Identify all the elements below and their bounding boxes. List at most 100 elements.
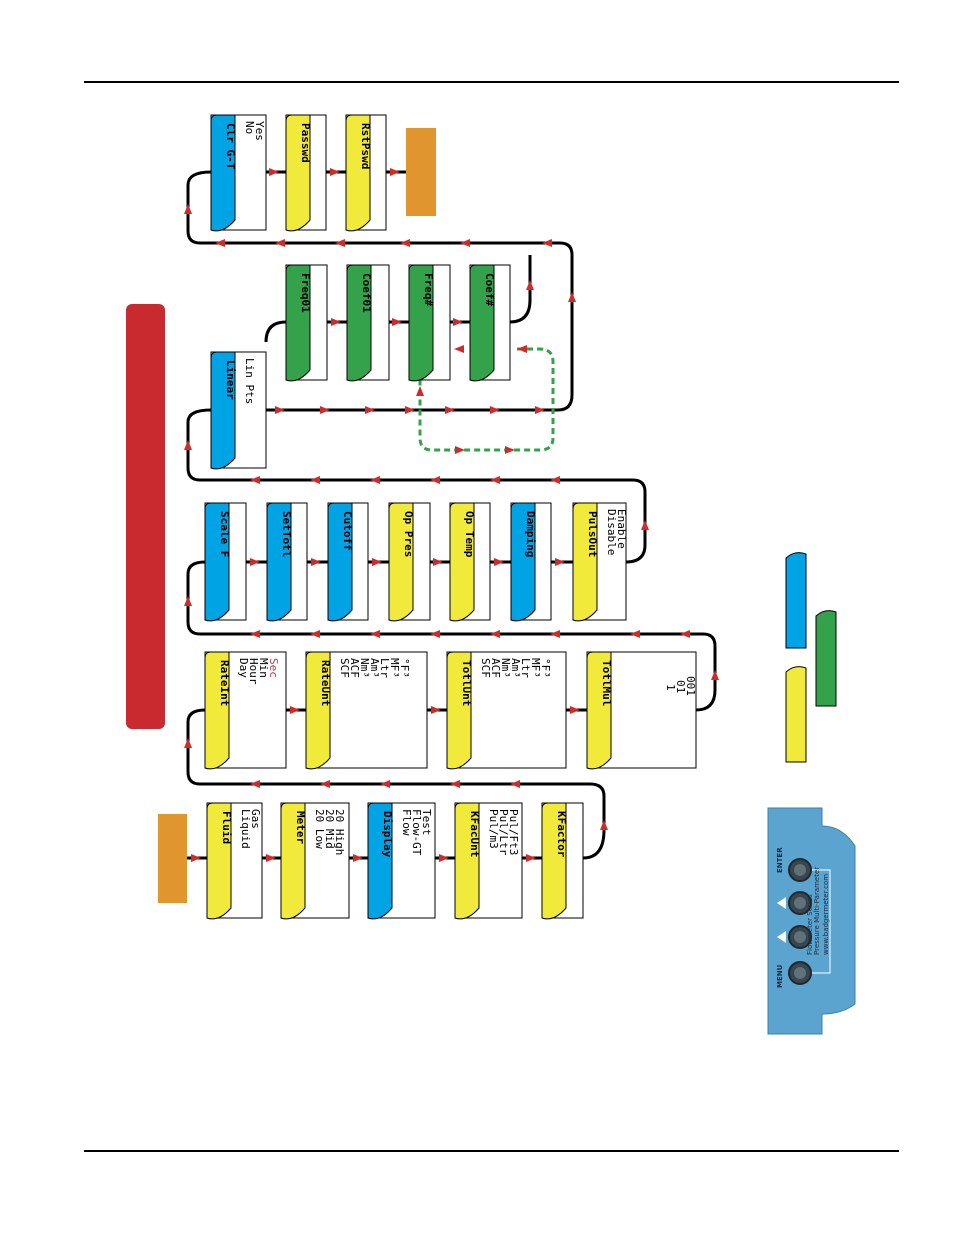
arrow-right xyxy=(311,558,321,566)
down-key[interactable] xyxy=(788,925,812,949)
card-option: Test xyxy=(420,809,433,836)
arrow-right xyxy=(331,318,341,326)
card-header xyxy=(346,264,372,382)
card-header xyxy=(206,802,232,920)
menu-key[interactable] xyxy=(788,961,812,985)
menu-card-cutoff: Cutoff xyxy=(327,502,369,622)
card-option: Nm³ xyxy=(358,658,371,678)
arrow-left xyxy=(370,476,380,484)
card-header xyxy=(327,502,353,622)
card-header xyxy=(280,802,306,920)
card-option: Gas xyxy=(249,809,262,829)
menu-card-coef01: Coef01 xyxy=(346,264,390,382)
arrow-left xyxy=(250,780,260,788)
card-header xyxy=(446,651,472,770)
legend-blue xyxy=(785,552,807,649)
arrow-right xyxy=(392,318,402,326)
arrow-left xyxy=(517,345,527,353)
card-label: PulsOut xyxy=(586,511,599,557)
arrow-right xyxy=(365,406,375,414)
menu-card-scalef: Scale F xyxy=(204,502,247,622)
menu-card-coefn: Coef# xyxy=(469,264,511,382)
card-option: Ltr xyxy=(519,658,532,678)
card-label: Freq# xyxy=(422,273,435,306)
card-option: ACF xyxy=(348,658,361,678)
card-option: Liquid xyxy=(239,809,252,849)
card-label: RstPswd xyxy=(359,123,372,169)
card-option: Flow xyxy=(400,809,413,836)
end-block xyxy=(406,128,436,216)
arrow-right xyxy=(191,854,201,862)
card-option: 001 xyxy=(684,676,697,696)
card-header xyxy=(305,651,331,770)
enter-key[interactable] xyxy=(788,858,812,882)
card-header xyxy=(572,502,598,622)
arrow-right xyxy=(555,558,565,566)
arrow-left xyxy=(310,476,320,484)
start-block xyxy=(158,814,187,903)
arrow-right xyxy=(269,168,279,176)
card-option: °F³ xyxy=(398,658,411,678)
card-option: 1 xyxy=(664,684,677,691)
arrow-left xyxy=(450,780,460,788)
menu-card-settotl: SetTotl xyxy=(266,502,308,622)
menu-card-passwd: Passwd xyxy=(285,114,327,232)
arrow-up xyxy=(526,280,534,290)
block-layer xyxy=(126,128,837,903)
arrow-left xyxy=(430,630,440,638)
arrow-left xyxy=(490,630,500,638)
card-header xyxy=(285,114,311,232)
card-option: Flow-GT xyxy=(410,809,423,856)
keypad-text-line1: Flowmeter Series xyxy=(806,894,814,955)
arrow-left xyxy=(454,345,464,353)
arrow-up xyxy=(416,386,424,396)
arrow-up xyxy=(184,596,192,606)
arrow-right xyxy=(353,854,363,862)
card-label: Op Temp xyxy=(463,511,476,558)
card-option: Pul/m3 xyxy=(487,809,500,849)
arrow-left xyxy=(400,239,410,247)
arrow-right xyxy=(330,168,340,176)
card-header xyxy=(210,351,236,470)
arrow-right xyxy=(433,558,443,566)
card-option: MF³ xyxy=(529,658,542,678)
arrow-right xyxy=(290,706,300,714)
card-option: 20 High xyxy=(333,809,346,855)
arrow-up xyxy=(600,820,608,830)
card-label: Freq01 xyxy=(299,273,312,313)
menu-card-kfactor: KFactor xyxy=(541,802,584,920)
arrow-right xyxy=(494,558,504,566)
card-option: SCF xyxy=(479,658,492,678)
arrow-right xyxy=(490,406,500,414)
card-option: Pul/Ltr xyxy=(497,809,510,856)
arrow-right xyxy=(439,854,449,862)
arrow-right xyxy=(250,558,260,566)
menu-key-label: MENU xyxy=(776,964,784,988)
title-bar-block xyxy=(126,304,165,729)
card-label: RateUnt xyxy=(319,660,332,706)
card-option: Yes xyxy=(253,121,266,141)
card-label: Display xyxy=(381,811,394,858)
top-rule xyxy=(84,81,899,83)
arrow-left xyxy=(380,780,390,788)
card-header xyxy=(449,502,475,622)
card-header xyxy=(469,264,495,382)
card-option: Nm³ xyxy=(499,658,512,678)
arrow-right xyxy=(526,854,536,862)
arrow-left xyxy=(310,630,320,638)
card-option: Day xyxy=(237,658,250,678)
card-label: Fluid xyxy=(220,811,233,844)
arrow-left xyxy=(680,630,690,638)
arrow-right xyxy=(535,406,545,414)
arrow-right xyxy=(372,558,382,566)
arrow-up xyxy=(568,292,576,302)
card-option: Disable xyxy=(605,509,618,555)
keypad-text-line3: www.badgermeter.com xyxy=(822,874,830,955)
up-key[interactable] xyxy=(788,891,812,915)
card-header xyxy=(266,502,292,622)
legend-green xyxy=(815,610,837,707)
arrow-right xyxy=(275,406,285,414)
